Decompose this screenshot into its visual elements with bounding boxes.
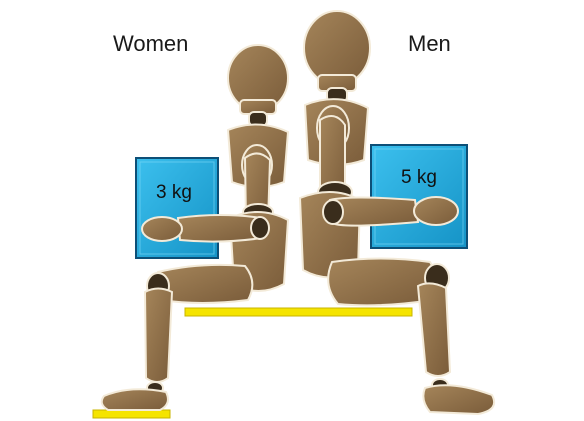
seat-bar (185, 308, 412, 316)
men-weight-label: 5 kg (401, 168, 437, 187)
men-weight-box (371, 145, 467, 248)
women-label: Women (113, 33, 188, 55)
women-footrest (93, 410, 170, 418)
women-weight-label: 3 kg (156, 183, 192, 202)
women-weight-box (136, 158, 218, 258)
men-label: Men (408, 33, 451, 55)
women-mannequin (102, 45, 288, 410)
